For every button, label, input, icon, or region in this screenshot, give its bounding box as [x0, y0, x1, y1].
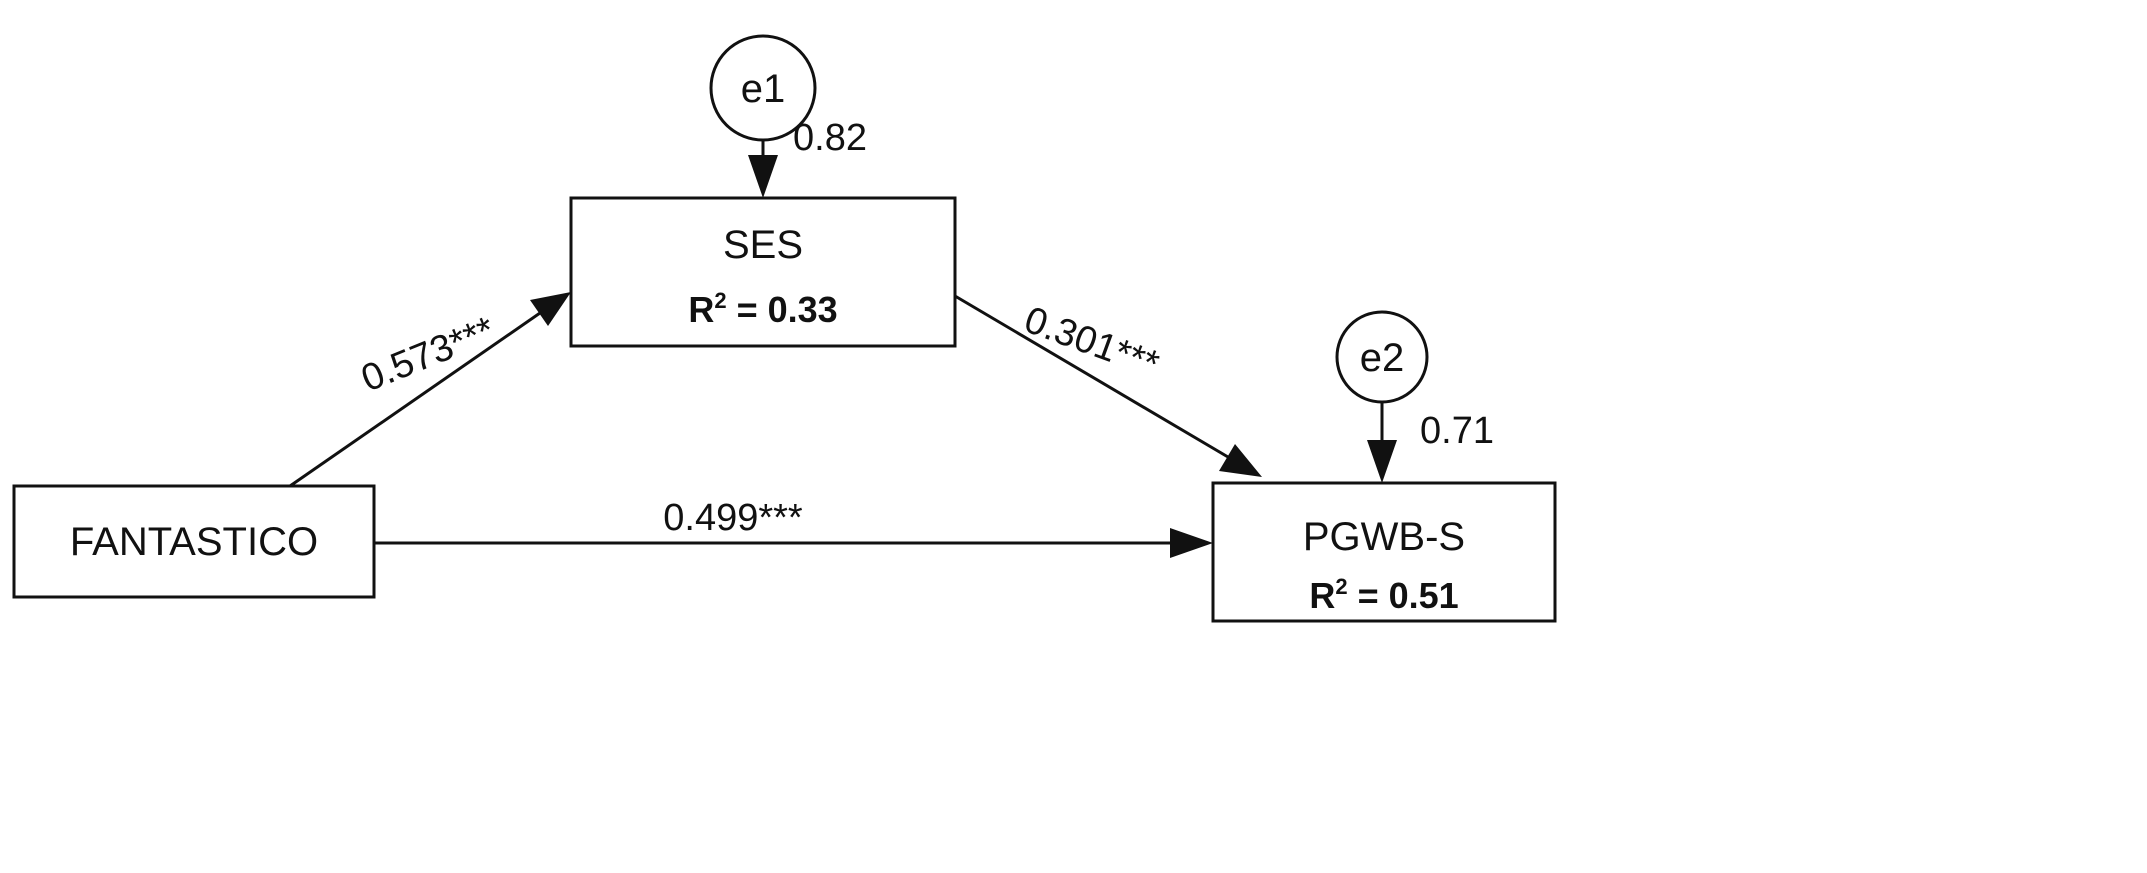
error-node-e1: e1 [709, 34, 817, 142]
path-e2-pgwb [1367, 402, 1397, 483]
ses-label: SES [723, 223, 803, 267]
error-node-e2: e2 [1335, 310, 1429, 404]
pgwb-label: PGWB-S [1303, 515, 1465, 559]
pgwb-r2: R2 = 0.51 [1309, 574, 1458, 616]
path-label-e1-ses: 0.82 [793, 117, 867, 159]
path-label-fantastico-ses: 0.573*** [356, 309, 501, 400]
path-label-e2-pgwb: 0.71 [1420, 410, 1494, 452]
node-fantastico: FANTASTICO [12, 484, 376, 599]
path-label-ses-pgwb: 0.301*** [1019, 299, 1165, 386]
node-pgwb-s: PGWB-S R2 = 0.51 [1211, 481, 1557, 623]
path-e1-ses [748, 140, 778, 198]
node-ses: SES R2 = 0.33 [569, 196, 957, 348]
e2-label: e2 [1360, 336, 1405, 380]
path-fantastico-ses [289, 292, 571, 488]
path-fantastico-pgwb [374, 528, 1213, 558]
ses-r2: R2 = 0.33 [688, 288, 837, 330]
path-ses-pgwb [954, 294, 1262, 477]
fantastico-label: FANTASTICO [70, 520, 318, 564]
e1-label: e1 [741, 67, 786, 111]
path-label-fantastico-pgwb: 0.499*** [663, 497, 803, 539]
